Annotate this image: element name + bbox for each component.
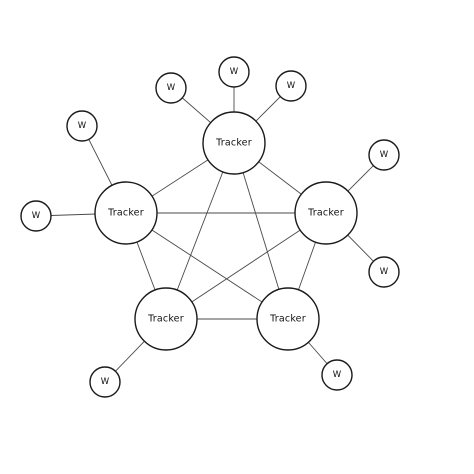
tracker-node: Tracker (202, 111, 266, 175)
worker-node: W (368, 256, 400, 288)
worker-node: W (89, 366, 121, 398)
worker-node: W (275, 70, 307, 102)
tracker-label: Tracker (269, 314, 306, 325)
worker-circle (155, 72, 187, 104)
tracker-circle (256, 287, 320, 351)
worker-node: W (155, 72, 187, 104)
worker-label: W (101, 377, 110, 387)
worker-node: W (368, 139, 400, 171)
worker-node: W (321, 359, 353, 391)
tracker-label: Tracker (215, 138, 252, 149)
tracker-circle (294, 181, 358, 245)
worker-circle (368, 139, 400, 171)
worker-label: W (333, 370, 342, 380)
worker-circle (66, 110, 98, 142)
worker-label: W (380, 267, 389, 277)
worker-node: W (20, 200, 52, 232)
worker-label: W (78, 121, 87, 131)
worker-circle (368, 256, 400, 288)
tracker-label: Tracker (107, 208, 144, 219)
worker-circle (20, 200, 52, 232)
tracker-node: Tracker (294, 181, 358, 245)
tracker-link-edge (165, 212, 327, 320)
tracker-circle (94, 181, 158, 245)
worker-circle (89, 366, 121, 398)
worker-node: W (66, 110, 98, 142)
tracker-link-edge (125, 212, 289, 320)
worker-circle (275, 70, 307, 102)
worker-label: W (230, 67, 239, 77)
tracker-node: Tracker (256, 287, 320, 351)
tracker-node: Tracker (134, 287, 198, 351)
worker-label: W (287, 81, 296, 91)
worker-circle (321, 359, 353, 391)
tracker-label: Tracker (307, 208, 344, 219)
tracker-node: Tracker (94, 181, 158, 245)
tracker-circle (202, 111, 266, 175)
tracker-circle (134, 287, 198, 351)
worker-label: W (167, 83, 176, 93)
worker-label: W (380, 150, 389, 160)
worker-node: W (218, 56, 250, 88)
worker-label: W (32, 211, 41, 221)
tracker-label: Tracker (147, 314, 184, 325)
worker-circle (218, 56, 250, 88)
